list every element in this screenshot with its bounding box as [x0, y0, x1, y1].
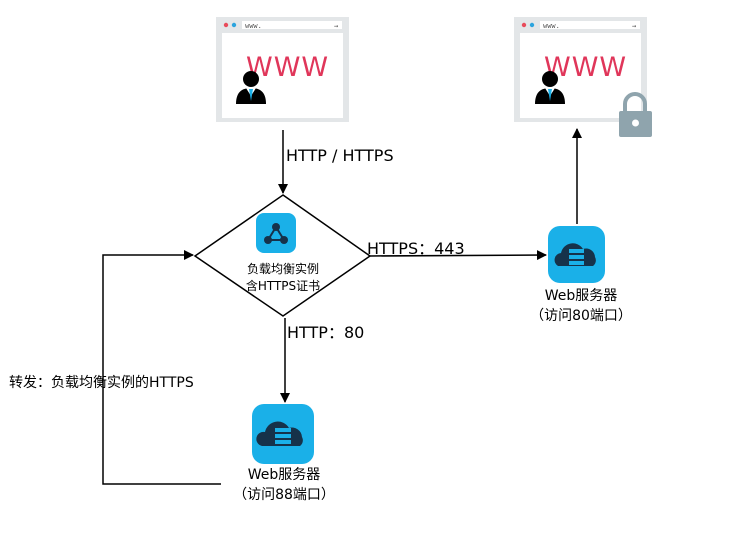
secure-browser-window: www. → WWW	[514, 17, 652, 137]
user-avatar-icon	[236, 71, 266, 104]
cloud-server-icon	[548, 226, 605, 283]
arrow-lb-to-web80	[369, 250, 547, 261]
load-balancer-line2: 含HTTPS证书	[245, 279, 321, 293]
web-server-88-label: Web服务器 （访问88端口）	[224, 465, 344, 505]
lock-icon	[619, 92, 652, 137]
web-server-88-name: Web服务器	[247, 467, 321, 483]
window-min-dot	[231, 22, 237, 28]
load-balancer-label: 负载均衡实例 含HTTPS证书	[233, 261, 333, 295]
cloud-server-icon	[252, 404, 314, 464]
share-nodes-icon	[256, 213, 296, 253]
load-balancer-line1: 负载均衡实例	[246, 262, 319, 276]
arrow-redirect-loop	[102, 250, 221, 485]
go-arrow-icon: →	[334, 22, 338, 30]
web-server-80-note: （访问80端口）	[530, 308, 632, 324]
web-server-80-name: Web服务器	[544, 288, 618, 304]
web-server-80-label: Web服务器 （访问80端口）	[521, 286, 641, 326]
address-bar-text: www.	[543, 22, 560, 30]
edge-label-client-lb: HTTP / HTTPS	[286, 146, 394, 165]
edge-label-redirect: 转发：负载均衡实例的HTTPS	[9, 375, 194, 391]
user-avatar-icon	[535, 71, 565, 104]
client-browser-window: www. → WWW	[216, 17, 349, 122]
edge-label-http-80: HTTP：80	[287, 323, 365, 342]
www-text: WWW	[246, 52, 329, 83]
go-arrow-icon: →	[632, 22, 636, 30]
window-close-dot	[521, 22, 527, 28]
window-min-dot	[529, 22, 535, 28]
edge-label-https-443: HTTPS：443	[367, 239, 465, 258]
load-balancer-diamond	[193, 194, 372, 317]
address-bar-text: www.	[245, 22, 262, 30]
web-server-88-note: （访问88端口）	[233, 487, 335, 503]
window-close-dot	[223, 22, 229, 28]
